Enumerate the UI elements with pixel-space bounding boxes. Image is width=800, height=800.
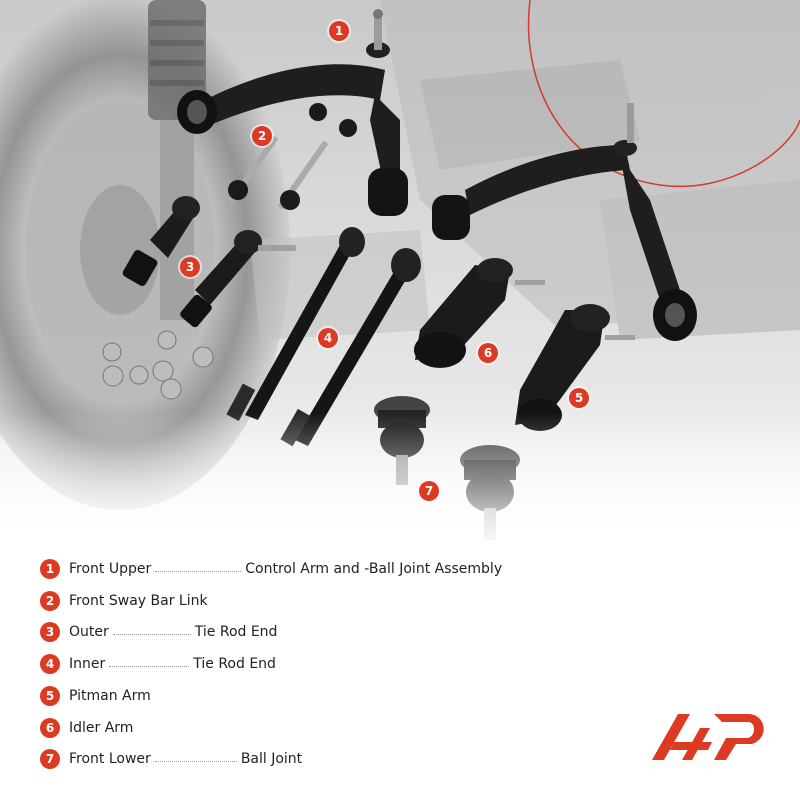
legend-label: Idler Arm	[69, 720, 134, 736]
legend-number: 5	[40, 686, 60, 706]
legend-number: 4	[40, 654, 60, 674]
legend-item-2: 2 Front Sway Bar Link	[40, 590, 208, 612]
legend-item-1: 1 Front Upper Control Arm and -Ball Join…	[40, 558, 502, 580]
badge-5: 5	[569, 388, 589, 408]
legend-detail: Tie Rod End	[194, 624, 278, 640]
leader-dots	[112, 633, 191, 635]
product-photo: 1 2 3 4 5 6 7	[0, 0, 800, 550]
legend-number: 3	[40, 622, 60, 642]
badge-6: 6	[478, 343, 498, 363]
legend-label: Pitman Arm	[69, 688, 151, 704]
legend-label: Inner	[69, 656, 106, 672]
legend-number: 7	[40, 749, 60, 769]
legend-detail: Tie Rod End	[193, 656, 276, 672]
badge-7: 7	[419, 481, 439, 501]
legend-number: 6	[40, 718, 60, 738]
badge-2: 2	[252, 126, 272, 146]
legend-number: 2	[40, 591, 60, 611]
legend-label: Outer	[69, 624, 109, 640]
legend-label: Front Upper	[69, 561, 152, 577]
legend-item-5: 5 Pitman Arm	[40, 685, 151, 707]
leader-dots	[155, 570, 242, 572]
legend-number: 1	[40, 559, 60, 579]
a-premium-logo-icon	[652, 708, 772, 764]
leader-dots	[109, 665, 190, 667]
badge-3: 3	[180, 257, 200, 277]
legend-item-3: 3 Outer Tie Rod End	[40, 621, 277, 643]
legend-label: Front Lower	[69, 751, 151, 767]
legend-detail: Control Arm and -Ball Joint Assembly	[245, 561, 503, 577]
legend-detail: Ball Joint	[240, 751, 303, 767]
legend-item-6: 6 Idler Arm	[40, 717, 133, 739]
leader-dots	[154, 760, 237, 762]
legend-label: Front Sway Bar Link	[69, 593, 208, 609]
badge-4: 4	[318, 328, 338, 348]
legend-item-4: 4 Inner Tie Rod End	[40, 653, 276, 675]
badge-1: 1	[329, 21, 349, 41]
legend-item-7: 7 Front Lower Ball Joint	[40, 748, 302, 770]
